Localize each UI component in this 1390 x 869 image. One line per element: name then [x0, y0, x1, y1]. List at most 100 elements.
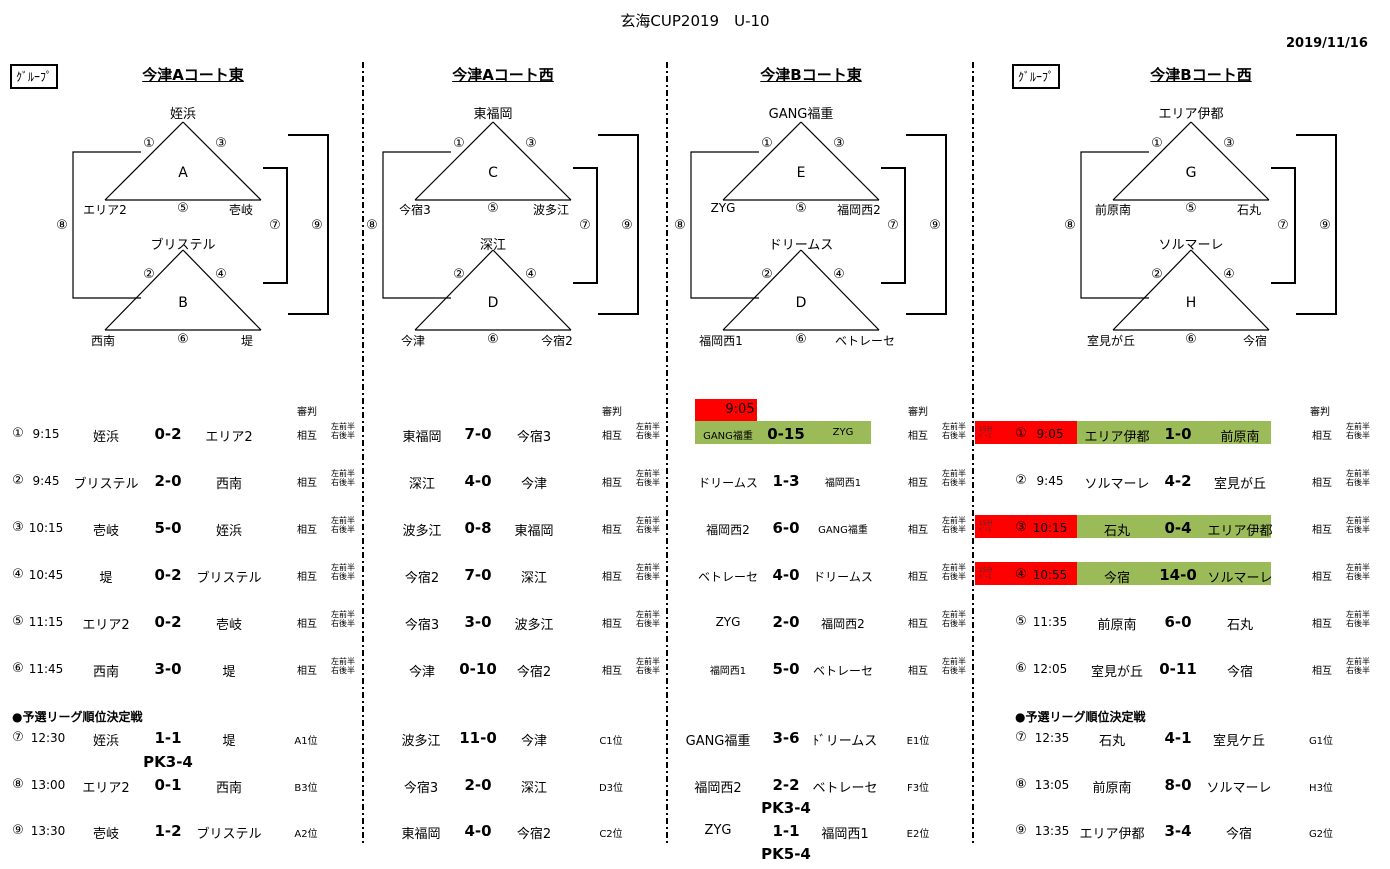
rank-position: H3位	[1309, 783, 1333, 794]
referee-half: 右後半	[1346, 666, 1370, 675]
match-score: 2-2	[772, 776, 800, 794]
home-team: 東福岡	[402, 430, 442, 445]
team-right: 石丸	[1236, 203, 1262, 217]
match-number: ⑨	[12, 823, 24, 838]
match-number: ②	[12, 473, 24, 488]
team-top: エリア伊都	[1158, 107, 1224, 122]
match-score: 4-0	[464, 822, 492, 840]
time-highlight	[975, 515, 1077, 538]
bracket-inner	[1271, 167, 1296, 284]
match-number: ④	[215, 267, 227, 282]
referee-mutual: 相互	[908, 478, 928, 489]
match-number: ⑥	[177, 332, 189, 347]
referee-header: 審判	[908, 407, 928, 418]
match-number: ①	[143, 136, 155, 151]
away-team: 今宿	[1226, 665, 1254, 680]
match-time: 9:15	[32, 427, 60, 441]
referee-half: 右後半	[942, 478, 966, 487]
match-time: 11:15	[28, 615, 64, 629]
match-score: 3-0	[154, 660, 182, 678]
match-score: 4-0	[464, 472, 492, 490]
match-time: 13:30	[30, 824, 66, 838]
home-team: GANG福重	[685, 734, 751, 749]
match-score: 0-1	[154, 776, 182, 794]
match-time: 10:15	[1032, 521, 1068, 535]
match-number: ⑦	[1015, 730, 1027, 745]
home-team: 姪浜	[92, 734, 120, 749]
home-team: ブリステル	[73, 477, 139, 492]
referee-half: 左前半	[331, 516, 355, 525]
match-score: 1-0	[1164, 425, 1192, 443]
match-score: 4-1	[1164, 729, 1192, 747]
match-number: ⑨	[311, 218, 323, 233]
referee-half: 右後半	[1346, 431, 1370, 440]
match-number: ⑤	[12, 614, 24, 629]
referee-half: 右後半	[331, 572, 355, 581]
referee-half: 左前半	[1346, 657, 1370, 666]
home-team: 堤	[99, 571, 113, 586]
pace-tag: 15分ﾍﾟｰｽ	[979, 426, 993, 440]
team-right: 壱岐	[228, 203, 254, 217]
match-number: ⑥	[1185, 332, 1197, 347]
triangle-edge	[492, 249, 572, 331]
referee-half: 左前半	[636, 516, 660, 525]
match-score: 0-4	[1164, 519, 1192, 537]
away-team: 石丸	[1226, 618, 1254, 633]
pk-result: PK3-4	[143, 753, 193, 771]
away-team: 今宿2	[516, 827, 552, 842]
home-team: エリア伊都	[1084, 430, 1150, 445]
group-letter: G	[1185, 165, 1197, 181]
match-score: 6-0	[772, 519, 800, 537]
referee-half: 左前半	[636, 610, 660, 619]
match-score: 8-0	[1164, 776, 1192, 794]
match-score: 7-0	[464, 566, 492, 584]
match-time: 12:05	[1032, 662, 1068, 676]
referee-mutual: 相互	[908, 666, 928, 677]
referee-half: 右後半	[636, 572, 660, 581]
away-team: 波多江	[514, 618, 554, 633]
away-team: ベトレーセ	[812, 664, 874, 678]
match-score: 0-8	[464, 519, 492, 537]
match-number: ⑤	[487, 201, 499, 216]
ranking-title: ●予選リーグ順位決定戦	[1015, 710, 1146, 724]
away-team: 福岡西1	[821, 827, 869, 842]
referee-half: 右後半	[942, 431, 966, 440]
triangle-edge	[1190, 121, 1270, 201]
referee-mutual: 相互	[602, 431, 622, 442]
home-team: 福岡西2	[706, 523, 750, 537]
home-team: 室見が丘	[1090, 665, 1144, 680]
rank-position: E1位	[906, 736, 930, 747]
referee-half: 左前半	[942, 610, 966, 619]
triangle-edge	[800, 121, 880, 201]
bracket-left	[382, 151, 451, 299]
referee-mutual: 相互	[908, 431, 928, 442]
match-number: ⑤	[177, 201, 189, 216]
home-team: 今宿	[1103, 571, 1131, 586]
home-team: 波多江	[402, 524, 442, 539]
match-score: 2-0	[772, 613, 800, 631]
away-team: エリア伊都	[1207, 524, 1273, 539]
match-score: 0-2	[154, 425, 182, 443]
away-team: 堤	[222, 734, 236, 749]
away-team: 今津	[520, 477, 548, 492]
triangle-edge	[1190, 249, 1270, 331]
bracket-inner	[263, 167, 288, 284]
triangle-edge	[800, 249, 880, 331]
away-team: 室見が丘	[1213, 477, 1267, 492]
referee-half: 右後半	[1346, 478, 1370, 487]
referee-half: 左前半	[1346, 422, 1370, 431]
match-time: 13:00	[30, 778, 66, 792]
triangle-edge	[104, 121, 184, 201]
referee-half: 右後半	[331, 619, 355, 628]
referee-mutual: 相互	[297, 431, 317, 442]
triangle-edge	[104, 249, 184, 331]
team-right: 波多江	[532, 203, 570, 217]
rank-position: G1位	[1308, 736, 1334, 747]
group-letter: A	[178, 165, 188, 181]
bracket-left	[72, 151, 141, 299]
match-number: ⑨	[929, 218, 941, 233]
away-team: 今津	[520, 734, 548, 749]
home-team: ドリームス	[698, 476, 758, 490]
match-number: ⑤	[1185, 201, 1197, 216]
match-number: ⑧	[1064, 218, 1076, 233]
